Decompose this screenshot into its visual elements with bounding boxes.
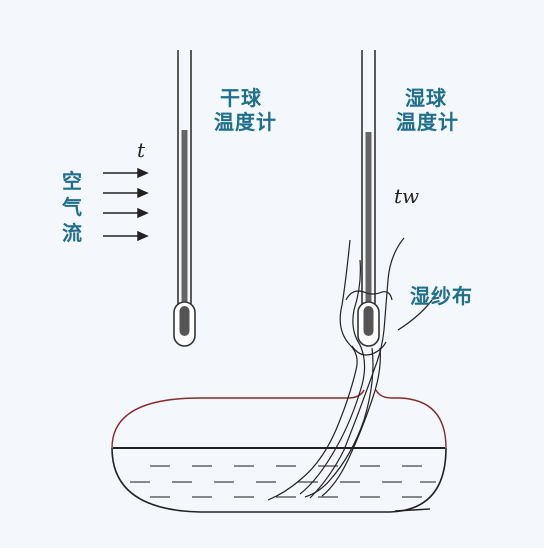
dry-mercury-column [181, 130, 188, 315]
air-arrowhead-2 [137, 187, 149, 199]
wet-bulb-mercury [363, 306, 374, 336]
dry-bulb-mercury [179, 306, 190, 336]
dry-bulb-label-line2: 温度计 [214, 110, 277, 134]
air-flow-arrows [103, 167, 149, 242]
air-arrowhead-4 [137, 230, 149, 242]
air-flow-label: 空气流 [62, 169, 82, 245]
dry-bulb-label-line1: 干球 [220, 86, 262, 110]
dry-bulb-thermometer [173, 50, 196, 347]
gauze-strand-5 [321, 347, 381, 497]
gauze-strand-2 [299, 259, 366, 495]
wet-mercury-column [365, 132, 372, 322]
gauze-leader-line [397, 299, 433, 331]
wet-temp-symbol: tw [394, 184, 420, 208]
wet-gauze [267, 237, 405, 501]
wet-bulb-label-line1: 湿球 [405, 86, 447, 110]
gauze-strand-1 [267, 239, 358, 501]
gauze-wrap-bottom [351, 341, 387, 356]
reservoir-top-right [375, 389, 447, 449]
gauze-strand-3 [309, 237, 405, 499]
wet-gauze-label: 湿纱布 [410, 284, 473, 308]
reservoir-top-left [111, 389, 365, 449]
wet-bulb-thermometer [357, 50, 380, 347]
dry-temp-symbol: t [137, 138, 146, 162]
water-reservoir [111, 389, 447, 513]
water-dashes [130, 465, 436, 498]
reservoir-spout [394, 508, 431, 512]
air-arrowhead-3 [137, 207, 149, 219]
gauze-wrap-top [345, 290, 393, 301]
wet-bulb-label-line2: 温度计 [396, 110, 459, 134]
gauze-strand-4 [304, 347, 374, 498]
reservoir-bottom [111, 447, 447, 513]
air-arrowhead-1 [137, 167, 149, 179]
